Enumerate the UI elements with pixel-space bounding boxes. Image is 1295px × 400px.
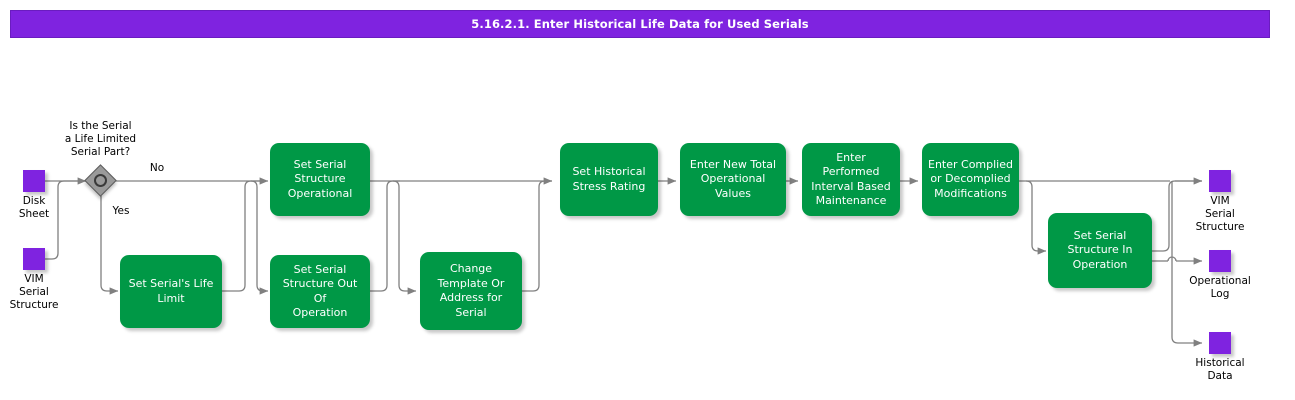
edge-change-template-to-main — [522, 180, 552, 292]
edge-life-limit-to-bus — [222, 180, 262, 292]
data-node-vim-serial-structure-input[interactable]: VIM Serial Structure — [0, 248, 69, 312]
data-node-operational-log[interactable]: Operational Log — [1185, 250, 1255, 301]
data-node-label: VIM Serial Structure — [1195, 195, 1245, 233]
data-node-icon — [23, 248, 45, 270]
data-node-icon — [1209, 250, 1231, 272]
page-title-bar: 5.16.2.1. Enter Historical Life Data for… — [10, 10, 1270, 38]
edge-structure-out-to-bus — [370, 180, 400, 292]
activity-label: Enter Complied or Decomplied Modificatio… — [928, 157, 1013, 200]
data-node-icon — [1209, 332, 1231, 354]
activity-enter-new-total-operational-values[interactable]: Enter New Total Operational Values — [680, 143, 786, 216]
edge-modifications-to-set-structure-in-operation — [1025, 180, 1047, 255]
edge-line-hop — [1167, 256, 1177, 262]
branch-label-no: No — [149, 162, 165, 174]
data-node-label: Operational Log — [1189, 275, 1251, 300]
activity-label: Set Serial's Life Limit — [128, 277, 214, 305]
activity-enter-performed-interval-based-maintenance[interactable]: Enter Performed Interval Based Maintenan… — [802, 143, 900, 216]
data-node-label: VIM Serial Structure — [9, 273, 59, 311]
activity-label: Set Serial Structure Operational — [287, 157, 353, 200]
data-node-label: Disk Sheet — [18, 195, 50, 220]
activity-change-template-or-address-for-serial[interactable]: Change Template Or Address for Serial — [420, 252, 522, 330]
edge-bus-to-change-template — [392, 180, 417, 295]
activity-enter-complied-or-decomplied-modifications[interactable]: Enter Complied or Decomplied Modificatio… — [922, 143, 1019, 216]
activity-set-historical-stress-rating[interactable]: Set Historical Stress Rating — [560, 143, 658, 216]
data-node-vim-serial-structure-output[interactable]: VIM Serial Structure — [1185, 170, 1255, 234]
branch-label-yes: Yes — [112, 205, 130, 217]
activity-label: Enter Performed Interval Based Maintenan… — [811, 150, 891, 208]
page-title: 5.16.2.1. Enter Historical Life Data for… — [471, 17, 809, 31]
decision-ring-icon — [94, 174, 107, 187]
activity-label: Enter New Total Operational Values — [689, 157, 777, 200]
activity-set-serial-structure-out-of-operation[interactable]: Set Serial Structure Out Of Operation — [270, 255, 370, 328]
activity-label: Set Serial Structure Out Of Operation — [282, 262, 358, 320]
decision-is-life-limited[interactable] — [84, 164, 117, 197]
edge-bus-to-structure-out-of-operation — [250, 180, 269, 295]
activity-set-serials-life-limit[interactable]: Set Serial's Life Limit — [120, 255, 222, 328]
activity-label: Set Serial Structure In Operation — [1067, 228, 1133, 271]
activity-label: Set Historical Stress Rating — [572, 165, 646, 193]
data-node-icon — [1209, 170, 1231, 192]
data-node-disk-sheet[interactable]: Disk Sheet — [0, 170, 69, 221]
decision-question-label: Is the Serial a Life Limited Serial Part… — [64, 120, 137, 158]
data-node-historical-data[interactable]: Historical Data — [1185, 332, 1255, 383]
activity-set-serial-structure-in-operation[interactable]: Set Serial Structure In Operation — [1048, 213, 1152, 288]
data-node-icon — [23, 170, 45, 192]
activity-label: Change Template Or Address for Serial — [437, 262, 505, 319]
activity-set-serial-structure-operational[interactable]: Set Serial Structure Operational — [270, 143, 370, 216]
data-node-label: Historical Data — [1195, 357, 1245, 382]
